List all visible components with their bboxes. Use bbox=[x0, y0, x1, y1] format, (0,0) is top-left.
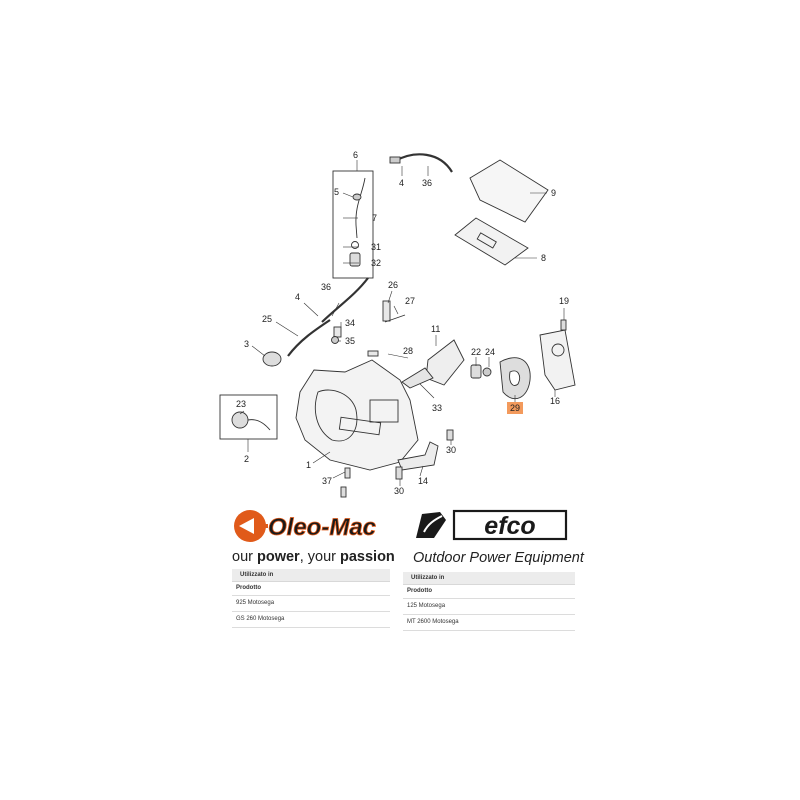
callout-label: 27 bbox=[405, 296, 415, 306]
screw-37-part bbox=[344, 467, 351, 479]
hose-top-part bbox=[394, 153, 453, 173]
crankcase-window bbox=[369, 399, 399, 423]
efco-tagline: Outdoor Power Equipment bbox=[413, 550, 584, 566]
callout-label: 37 bbox=[322, 476, 332, 486]
tagline-power: power bbox=[257, 549, 300, 565]
clip-33-part bbox=[401, 367, 434, 389]
fuel-line-part bbox=[355, 177, 366, 239]
plug-24-part bbox=[482, 367, 492, 377]
cover-part bbox=[469, 159, 549, 223]
usage-header: Utilizzato in bbox=[232, 569, 390, 582]
screw-27-part bbox=[384, 314, 406, 323]
callout-label: 8 bbox=[541, 253, 546, 263]
callout-label: 9 bbox=[551, 188, 556, 198]
gasket-slot bbox=[476, 232, 497, 249]
callout-label: 16 bbox=[550, 396, 560, 406]
pin-28-part bbox=[367, 350, 379, 357]
efco-logo-text: efco bbox=[484, 512, 535, 540]
usage-header: Utilizzato in bbox=[403, 572, 575, 585]
seal-29-hole bbox=[509, 370, 521, 386]
callout-labels: 6 5 7 31 32 4 36 9 8 26 36 4 27 25 34 35… bbox=[236, 150, 569, 496]
callout-label: 23 bbox=[236, 399, 246, 409]
oleomac-tagline: our power, your passion bbox=[232, 549, 395, 565]
oil-cap-cord bbox=[247, 419, 271, 431]
crankcase-bore bbox=[314, 389, 358, 442]
filter-part bbox=[349, 252, 361, 267]
connector-top-part bbox=[389, 156, 401, 164]
callout-label: 33 bbox=[432, 403, 442, 413]
plate-16-hole bbox=[551, 343, 565, 357]
usage-row: MT 2600 Motosega bbox=[403, 615, 575, 631]
screw-30b-part bbox=[395, 466, 403, 480]
callout-label: 31 bbox=[371, 242, 381, 252]
callout-label: 4 bbox=[399, 178, 404, 188]
callout-label: 36 bbox=[321, 282, 331, 292]
gasket-part bbox=[454, 217, 529, 266]
plug-22-part bbox=[470, 364, 482, 379]
callout-label: 30 bbox=[446, 445, 456, 455]
usage-table-efco: Utilizzato in Prodotto 125 Motosega MT 2… bbox=[403, 572, 575, 631]
tagline-prefix: our bbox=[232, 549, 257, 565]
callout-label: 35 bbox=[345, 336, 355, 346]
callout-label: 22 bbox=[471, 347, 481, 357]
oil-hose-part bbox=[321, 277, 369, 323]
usage-row: 125 Motosega bbox=[403, 599, 575, 615]
usage-subheader: Prodotto bbox=[232, 582, 390, 596]
callout-label: 28 bbox=[403, 346, 413, 356]
bolt-26-part bbox=[382, 300, 391, 322]
callout-label: 11 bbox=[431, 324, 440, 334]
grommet-part bbox=[352, 193, 362, 201]
usage-row: 925 Motosega bbox=[232, 596, 390, 612]
ring-part bbox=[351, 241, 359, 249]
callout-label: 34 bbox=[345, 318, 355, 328]
oil-cap-part bbox=[231, 411, 249, 429]
nut-35-part bbox=[331, 336, 339, 344]
callout-label: 2 bbox=[244, 454, 249, 464]
usage-subheader: Prodotto bbox=[403, 585, 575, 599]
callout-label: 5 bbox=[334, 187, 339, 197]
bolt-34-part bbox=[333, 326, 342, 338]
oleomac-logo-text: Oleo-Mac bbox=[268, 514, 376, 541]
callout-label: 19 bbox=[559, 296, 569, 306]
usage-row: GS 260 Motosega bbox=[232, 612, 390, 628]
callout-label: 32 bbox=[371, 258, 381, 268]
screw-19-part bbox=[560, 319, 567, 331]
callout-label: 24 bbox=[485, 347, 495, 357]
oleomac-logo: Oleo-Mac bbox=[234, 510, 376, 542]
tagline-passion: passion bbox=[340, 549, 395, 565]
tagline-mid: , your bbox=[299, 549, 340, 565]
callout-label: 29 bbox=[510, 403, 520, 413]
cap-part bbox=[262, 351, 282, 367]
usage-table-oleomac: Utilizzato in Prodotto 925 Motosega GS 2… bbox=[232, 569, 390, 628]
callout-label: 7 bbox=[372, 213, 377, 223]
callout-label: 4 bbox=[295, 292, 300, 302]
oil-cap-frame bbox=[219, 394, 278, 440]
fuel-line-kit-frame bbox=[332, 170, 374, 279]
callout-label: 30 bbox=[394, 486, 404, 496]
plate-16-part bbox=[539, 329, 576, 391]
crankcase-slot bbox=[338, 416, 382, 436]
pipe-part bbox=[287, 319, 331, 357]
callout-label: 36 bbox=[422, 178, 432, 188]
callout-label: 14 bbox=[418, 476, 428, 486]
callout-label: 3 bbox=[244, 339, 249, 349]
callout-label: 6 bbox=[353, 150, 358, 160]
callout-label: 25 bbox=[262, 314, 272, 324]
efco-logo: efco bbox=[416, 509, 568, 541]
screw-30a-part bbox=[446, 429, 454, 441]
callout-label: 1 bbox=[306, 460, 311, 470]
highlight-callout-29 bbox=[507, 402, 523, 414]
callout-label: 26 bbox=[388, 280, 398, 290]
screw-bottom-part bbox=[340, 486, 347, 498]
